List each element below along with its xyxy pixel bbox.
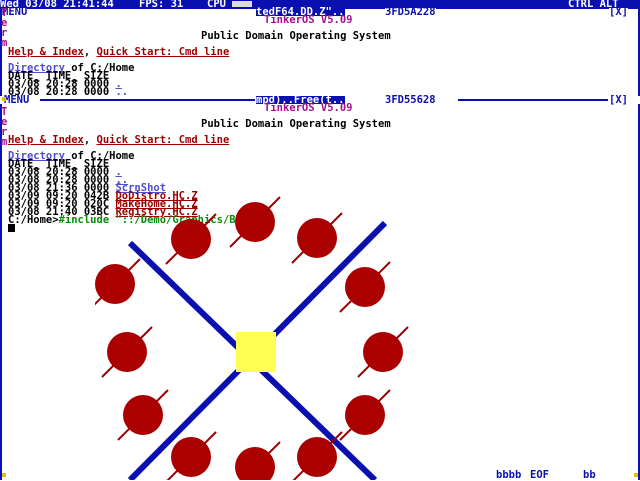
front-window-id: 3FD55628 — [385, 94, 436, 106]
eof-marker: EOF — [530, 469, 549, 481]
corner-marker-3 — [634, 473, 638, 477]
term-side-letter: r — [1, 27, 8, 39]
file-meta: 03/09 09:20 020C — [8, 198, 116, 210]
file-meta: 03/08 21:36 0000 — [8, 182, 116, 194]
term-side-letter: e — [1, 116, 8, 128]
red-blot — [339, 389, 391, 441]
red-blot — [117, 389, 169, 441]
red-blot — [95, 258, 141, 306]
term-side-letter: T — [1, 106, 8, 118]
file-name-link[interactable]: .. — [115, 174, 129, 186]
back-window-id: 3FD5A228 — [385, 6, 436, 18]
file-meta: 03/08 20:28 0000 — [8, 86, 116, 98]
front-window-subtitle: TinkerOS V5.09 — [264, 102, 353, 114]
corner-marker-2 — [2, 473, 6, 477]
file-name-link[interactable]: . — [115, 166, 122, 178]
help-index-link-2[interactable]: Help & Index — [8, 134, 84, 146]
red-blot — [357, 326, 409, 378]
red-blot — [339, 261, 391, 313]
red-blot — [291, 212, 343, 264]
front-window-columns: DATE_ TIME_ SIZE — [8, 158, 110, 170]
status-dots: bbbb — [496, 469, 522, 481]
red-blot — [166, 431, 217, 480]
file-row: 03/09 09:20 042B DoDistro.HC.Z — [8, 190, 198, 202]
front-window-close-button[interactable]: [X] — [609, 94, 628, 106]
file-row: 03/09 09:20 020C MakeHome.HC.Z — [8, 198, 198, 210]
file-meta: 03/08 20:28 0000 — [8, 174, 116, 186]
file-meta: 03/08 20:28 0000 — [8, 78, 116, 90]
back-window-close-button[interactable]: [X] — [609, 6, 628, 18]
file-name-link[interactable]: .. — [115, 86, 129, 98]
back-window-dir-header: Directory of C:/Home — [8, 62, 135, 74]
file-meta: 03/08 21:40 03BC — [8, 206, 116, 218]
file-row: 03/08 20:28 0000 .. — [8, 174, 198, 186]
file-meta: 03/09 09:20 042B — [8, 190, 116, 202]
red-blot — [165, 213, 217, 265]
file-name-link[interactable]: DoDistro.HC.Z — [115, 190, 198, 202]
term-side-letter: m — [1, 136, 8, 148]
term-side-letter: T — [1, 7, 8, 19]
term-side-letter: m — [1, 37, 8, 49]
front-window-title[interactable]: mpd),.Free(t.. — [256, 94, 345, 106]
blot-demo-graphics — [95, 196, 409, 480]
prompt: C:/Home> — [8, 214, 59, 226]
file-row: 03/08 20:28 0000 . — [8, 78, 128, 90]
cpu-meter — [232, 1, 252, 8]
help-index-link[interactable]: Help & Index — [8, 46, 84, 58]
back-window-columns: DATE_ TIME_ SIZE — [8, 70, 110, 82]
back-window-file-list: 03/08 20:28 0000 .03/08 20:28 0000 .. — [8, 78, 129, 98]
cpu-label: CPU — [207, 0, 226, 10]
term-side-letter: r — [1, 126, 8, 138]
front-window-help-links: Help & Index, Quick Start: Cmd line — [8, 134, 230, 146]
front-window-menu[interactable]: MENU — [4, 94, 30, 106]
directory-link[interactable]: Directory — [8, 62, 65, 74]
file-name-link[interactable]: Registry.HC.Z — [115, 206, 198, 218]
file-row: 03/08 20:28 0000 . — [8, 166, 198, 178]
fps-readout: FPS: 31 — [139, 0, 184, 10]
red-blots — [95, 196, 409, 480]
file-row: 03/08 21:40 03BC Registry.HC.Z — [8, 206, 198, 218]
red-blot — [229, 196, 281, 248]
red-blot — [235, 441, 281, 480]
top-status-bar — [0, 0, 640, 8]
red-blot — [292, 431, 343, 480]
file-name-link[interactable]: ScrnShot — [115, 182, 167, 194]
datetime: Wed 03/08 21:41:44 — [0, 0, 114, 10]
file-name-link[interactable]: MakeHome.HC.Z — [115, 198, 198, 210]
back-window-subtitle: TinkerOS V5.09 — [264, 14, 353, 26]
directory-link-2[interactable]: Directory — [8, 150, 65, 162]
file-meta: 03/08 20:28 0000 — [8, 166, 116, 178]
quick-start-link-2[interactable]: Quick Start: Cmd line — [96, 134, 230, 146]
back-window-help-links: Help & Index, Quick Start: Cmd line — [8, 46, 230, 58]
back-window-title[interactable]: tedF64.DD.Z".. — [256, 6, 345, 18]
file-row: 03/08 21:36 0000 ScrnShot — [8, 182, 198, 194]
back-window-menu[interactable]: MENU — [2, 6, 28, 18]
file-name-link[interactable]: . — [115, 78, 122, 90]
front-window-heading: Public Domain Operating System — [201, 118, 391, 130]
red-blot — [101, 326, 153, 378]
file-row: 03/08 20:28 0000 .. — [8, 86, 129, 98]
quick-start-link[interactable]: Quick Start: Cmd line — [96, 46, 230, 58]
front-window-dir-header: Directory of C:/Home — [8, 150, 135, 162]
back-window-heading: Public Domain Operating System — [201, 30, 391, 42]
front-window-file-list: 03/08 20:28 0000 .03/08 20:28 0000 ..03/… — [8, 166, 198, 218]
yellow-square — [236, 332, 276, 372]
corner-marker — [2, 97, 6, 101]
status-dots-2: bb — [583, 469, 596, 481]
ctrl-alt-indicator: CTRL ALT — [568, 0, 619, 10]
text-cursor — [8, 224, 15, 232]
term-side-letter: e — [1, 17, 8, 29]
